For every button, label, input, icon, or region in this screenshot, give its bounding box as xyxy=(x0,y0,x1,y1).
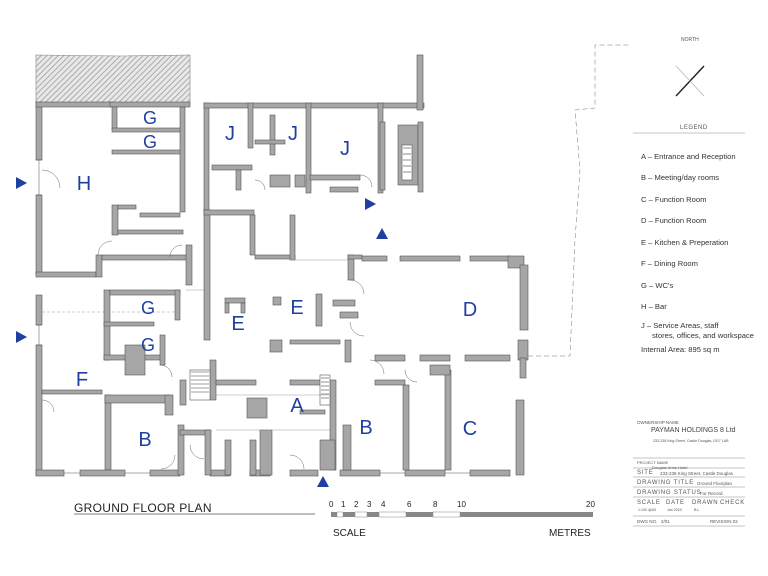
legend-item-e: E – Kitchen & Preperation xyxy=(641,238,729,247)
legend-item-c: C – Function Room xyxy=(641,195,707,204)
drawing-title-label: DRAWING TITLE xyxy=(637,480,695,486)
scale-label: SCALE xyxy=(637,500,661,506)
stairs xyxy=(191,147,411,399)
room-label-g: G xyxy=(141,335,155,355)
room-label-a: A xyxy=(290,395,304,417)
partition-lines xyxy=(42,44,630,431)
room-label-b: B xyxy=(138,429,151,451)
scale-tick-2: 2 xyxy=(354,500,359,509)
room-label-e: E xyxy=(231,313,244,335)
metres-caption: METRES xyxy=(549,528,591,539)
legend-item-j-continued: stores, offices, and workspace xyxy=(652,331,755,340)
drawn-value: B.L xyxy=(694,508,700,512)
scale-tick-0: 0 xyxy=(329,500,334,509)
legend-frame xyxy=(633,132,745,527)
room-label-g: G xyxy=(141,298,155,318)
room-label-c: C xyxy=(463,418,477,440)
date-value: Jan 2023 xyxy=(667,508,682,512)
legend-title: LEGEND xyxy=(680,125,708,131)
scale-tick-3: 3 xyxy=(367,500,372,509)
room-labels: H G G J J J E E G G D F A B B C xyxy=(76,108,477,451)
room-label-d: D xyxy=(463,299,477,321)
north-arrow xyxy=(675,65,705,97)
revision-label: REVISION 02 xyxy=(710,519,738,524)
scale-bar xyxy=(74,511,593,518)
drawn-label: DRAWN xyxy=(692,500,719,506)
scale-caption: SCALE xyxy=(333,528,366,539)
drawing-title-value: Ground Floorplan xyxy=(697,481,733,486)
room-label-j: J xyxy=(288,123,298,145)
scale-tick-8: 8 xyxy=(433,500,438,509)
scale-tick-20: 20 xyxy=(586,500,595,509)
roof-hatch-area xyxy=(35,54,191,104)
entrance-arrows xyxy=(16,177,388,487)
legend-item-a: A – Entrance and Reception xyxy=(641,152,736,161)
legend-item-d: D – Function Room xyxy=(641,216,707,225)
entrance-arrow-east xyxy=(365,198,376,210)
room-label-j: J xyxy=(340,138,350,160)
legend-item-b: B – Meeting/day rooms xyxy=(641,173,720,182)
check-label: CHECK xyxy=(720,500,746,506)
project-name: Douglas Arms Hotel xyxy=(652,465,688,470)
walls xyxy=(35,54,529,477)
drawing-status-value: For Record xyxy=(700,491,723,496)
site-value: 233-238 King Street, Castle Douglas xyxy=(660,471,734,476)
room-label-g: G xyxy=(143,132,157,152)
internal-area: Internal Area: 895 sq m xyxy=(641,345,720,354)
room-label-e: E xyxy=(290,297,303,319)
entrance-arrow-west-lower xyxy=(16,331,27,343)
north-label: NORTH xyxy=(681,37,699,43)
scale-value: 1:100 @A3 xyxy=(638,508,657,512)
project-label: PROJECT NAME xyxy=(637,460,669,465)
owner-name: PAYMAN HOLDINGS 8 Ltd xyxy=(651,427,736,434)
scale-tick-4: 4 xyxy=(381,500,386,509)
dwg-value: 2/01 xyxy=(661,519,670,524)
entrance-arrow-south xyxy=(317,476,329,487)
entrance-arrow-north xyxy=(376,228,388,239)
ownership-label: OWNERSHIP NAME xyxy=(637,420,679,425)
scale-tick-10: 10 xyxy=(457,500,466,509)
floor-plan-title: GROUND FLOOR PLAN xyxy=(74,501,212,515)
scale-tick-6: 6 xyxy=(407,500,412,509)
drawing-status-label: DRAWING STATUS xyxy=(637,490,702,496)
owner-address: 233-238 King Street, Castle Douglas, DG7… xyxy=(653,439,729,443)
room-label-b: B xyxy=(359,417,372,439)
room-label-h: H xyxy=(77,173,91,195)
legend-item-f: F – Dining Room xyxy=(641,259,698,268)
room-label-f: F xyxy=(76,369,88,391)
legend-item-g: G – WC's xyxy=(641,281,674,290)
entrance-arrow-west-upper xyxy=(16,177,27,189)
windows xyxy=(36,159,470,474)
date-label: DATE xyxy=(666,500,685,506)
room-label-j: J xyxy=(225,123,235,145)
legend-item-h: H – Bar xyxy=(641,302,667,311)
door-swings xyxy=(41,169,418,470)
legend-item-j: J – Service Areas, staff xyxy=(641,321,719,330)
scale-tick-1: 1 xyxy=(341,500,346,509)
dwg-label: DWG NO. xyxy=(637,519,658,524)
room-label-g: G xyxy=(143,108,157,128)
site-label: SITE xyxy=(637,470,654,476)
